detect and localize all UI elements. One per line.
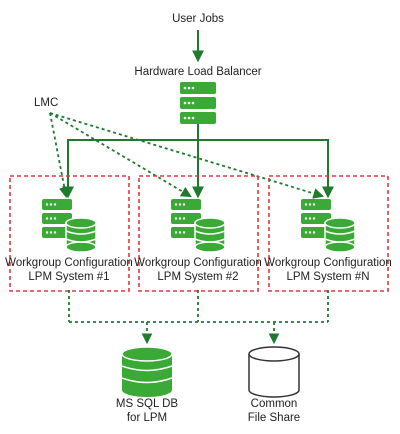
system-n-title: Workgroup Configuration — [264, 257, 392, 269]
system-1-server-icon — [42, 199, 72, 238]
sql-database-icon — [121, 346, 173, 397]
system-box-n — [268, 175, 389, 292]
system-2-database-icon — [194, 217, 226, 253]
file-share-label-line2: File Share — [248, 412, 300, 424]
file-share-icon — [248, 346, 300, 398]
sql-db-label-line1: MS SQL DB — [116, 398, 179, 410]
system-boxes — [9, 175, 389, 292]
system-1-database-icon — [65, 217, 97, 253]
system-n-database-icon — [324, 217, 356, 253]
system-box-1 — [9, 175, 130, 292]
system-2-name: LPM System #2 — [157, 271, 238, 283]
storage-connectors — [68, 290, 329, 345]
load-balancer-label: Hardware Load Balancer — [134, 66, 261, 78]
system-2-title: Workgroup Configuration — [134, 257, 262, 269]
sql-db-label-line2: for LPM — [127, 412, 167, 424]
system-1-title: Workgroup Configuration — [5, 257, 133, 269]
load-balancer-connectors — [62, 124, 334, 199]
system-box-2 — [138, 175, 259, 292]
system-n-server-icon — [301, 199, 331, 238]
lmc-connectors — [49, 112, 325, 199]
system-2-server-icon — [171, 199, 201, 238]
lmc-label: LMC — [34, 97, 58, 109]
system-n-name: LPM System #N — [286, 271, 369, 283]
load-balancer-server-icon — [180, 82, 216, 124]
file-share-label-line1: Common — [251, 398, 298, 410]
system-1-name: LPM System #1 — [28, 271, 109, 283]
user-jobs-label: User Jobs — [172, 13, 224, 25]
